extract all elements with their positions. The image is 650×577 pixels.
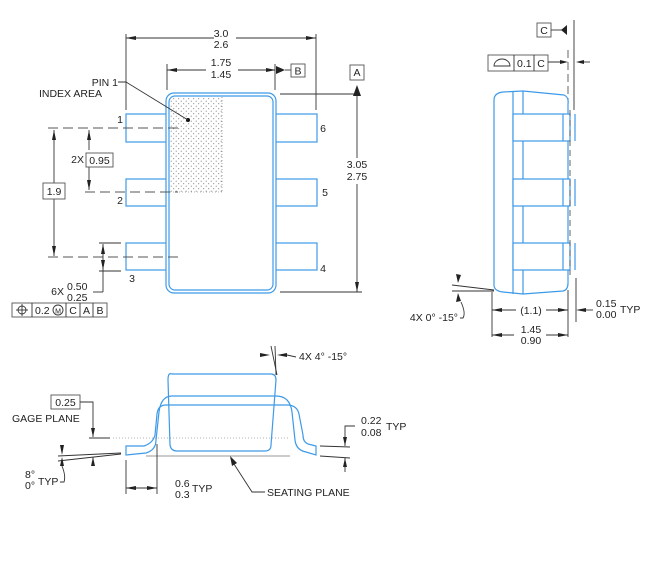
datum-c: C [540, 25, 548, 37]
lead-3 [125, 242, 169, 271]
fcf-datum-a: A [83, 305, 90, 317]
lead-length-ref: (1.1) [520, 305, 542, 317]
foot-length-max: 0.6 [175, 478, 190, 490]
datum-b: B [294, 66, 301, 78]
lead-6 [274, 113, 318, 143]
seating-plane-label: SEATING PLANE [267, 487, 350, 499]
end-view: 4X 4° -15° 0.25 GAGE PLANE SEATING PLANE… [12, 345, 406, 501]
gage-plane-label: GAGE PLANE [12, 413, 80, 425]
body-length-max: 3.05 [347, 159, 368, 171]
pitch-value: 0.95 [89, 155, 110, 167]
end-body [167, 373, 277, 452]
lead-4 [274, 242, 318, 271]
pin-number-6: 6 [320, 123, 326, 135]
fcf-datum-b: B [96, 305, 103, 317]
fcf-tolerance: 0.2 [35, 305, 50, 317]
position-tolerance-frame: 0.2 M C A B [11, 302, 108, 318]
side-body [493, 90, 569, 295]
height-min: 0.90 [521, 335, 542, 347]
lead-2 [125, 178, 169, 207]
lead-width-min: 0.25 [67, 292, 88, 304]
top-view: 3.0 2.6 1.75 1.45 B A 3.05 2.75 [11, 28, 374, 318]
pin-number-3: 3 [129, 273, 135, 285]
mold-angle: 4X 0° -15° [410, 312, 458, 324]
coplanarity-datum: C [537, 58, 545, 70]
lead-5 [274, 178, 318, 207]
body-width-max: 1.75 [211, 57, 232, 69]
foot-angle-suffix: TYP [38, 476, 58, 488]
height-max: 1.45 [521, 324, 542, 336]
fcf-datum-c: C [69, 305, 77, 317]
pin1-label: PIN 1 [92, 77, 118, 89]
span-value: 1.9 [47, 186, 62, 198]
side-view: C 0.1 C [410, 20, 640, 347]
svg-text:M: M [55, 309, 61, 316]
draft-angle: 4X 4° -15° [299, 351, 347, 363]
overall-width-min: 2.6 [214, 39, 229, 51]
pin-number-2: 2 [117, 195, 123, 207]
overall-width-max: 3.0 [214, 28, 229, 40]
datum-a: A [353, 67, 360, 79]
standoff-min: 0.00 [596, 309, 617, 321]
standoff-max: 0.15 [596, 298, 617, 310]
foot-length-suffix: TYP [192, 483, 212, 495]
foot-angle-min: 0° [25, 480, 35, 492]
pin-number-4: 4 [320, 263, 326, 275]
mmc-icon [52, 304, 64, 316]
lead-width-prefix: 6X [51, 286, 64, 298]
pin1-label-2: INDEX AREA [39, 88, 102, 100]
body-width-min: 1.45 [211, 69, 232, 81]
lead-thickness-suffix: TYP [386, 421, 406, 433]
coplanarity-frame: 0.1 C [487, 54, 590, 72]
pin-number-5: 5 [322, 187, 328, 199]
pin-number-1: 1 [117, 114, 123, 126]
end-leads [125, 395, 317, 456]
body-length-min: 2.75 [347, 171, 368, 183]
foot-angle-max: 8° [25, 469, 35, 481]
pin1-index-area [170, 97, 222, 192]
lead-width-max: 0.50 [67, 281, 88, 293]
lead-thickness-max: 0.22 [361, 415, 382, 427]
lead-thickness-min: 0.08 [361, 427, 382, 439]
coplanarity-value: 0.1 [517, 58, 532, 70]
standoff-suffix: TYP [620, 304, 640, 316]
gage-value: 0.25 [55, 397, 76, 409]
profile-surface-icon [493, 58, 511, 67]
pitch-prefix: 2X [71, 154, 84, 166]
foot-length-min: 0.3 [175, 489, 190, 501]
